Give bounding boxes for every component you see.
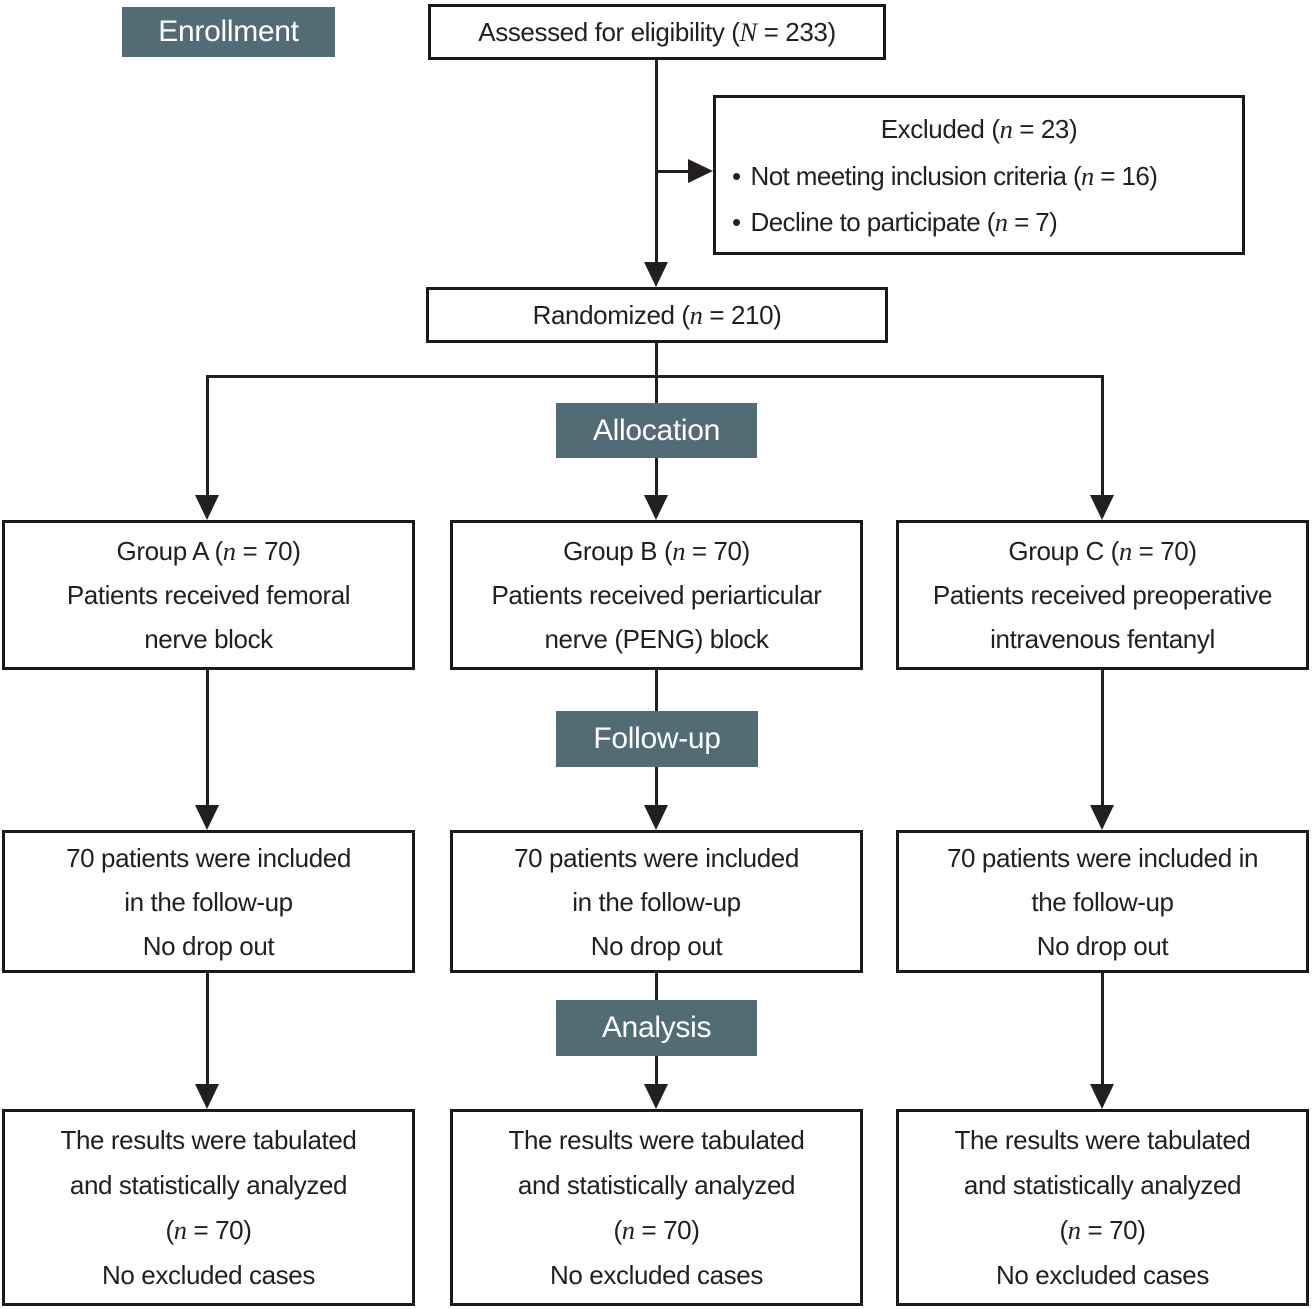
connector-line [206, 973, 209, 1085]
excluded-bullet-item: • Decline to participate (n = 7) [716, 199, 1242, 245]
excluded-bullet-item: • Not meeting inclusion criteria (n = 16… [716, 153, 1242, 199]
arrow-down-icon [1090, 495, 1114, 520]
connector-line [1101, 375, 1104, 496]
connector-line [1101, 973, 1104, 1085]
excluded-bullet-text: Decline to participate (n = 7) [750, 207, 1058, 237]
box-group-c: Group C (n = 70)Patients received preope… [896, 520, 1309, 670]
box-assessed-eligibility: Assessed for eligibility (N = 233) [428, 4, 886, 60]
stage-label-allocation: Allocation [556, 403, 757, 458]
arrow-down-icon [644, 495, 668, 520]
stage-label-follow-up: Follow-up [556, 711, 758, 767]
connector-line [655, 60, 658, 263]
box-group-a: Group A (n = 70)Patients received femora… [2, 520, 415, 670]
arrow-down-icon [644, 1084, 668, 1109]
arrow-down-icon [195, 805, 219, 830]
connector-line [206, 670, 209, 806]
arrow-right-icon [688, 159, 713, 183]
bullet-icon: • [732, 207, 741, 237]
bullet-icon: • [732, 161, 741, 191]
connector-line [655, 343, 658, 376]
box-group-b: Group B (n = 70)Patients received periar… [450, 520, 863, 670]
group-a-text: Group A (n = 70)Patients received femora… [66, 536, 351, 654]
arrow-down-icon [1090, 1084, 1114, 1109]
assessed-text: Assessed for eligibility (N = 233) [478, 17, 836, 47]
stage-label-enrollment: Enrollment [122, 7, 335, 57]
arrow-down-icon [644, 262, 668, 287]
box-randomized: Randomized (n = 210) [426, 287, 888, 343]
excluded-bullet-text: Not meeting inclusion criteria (n = 16) [750, 161, 1158, 191]
connector-line [657, 170, 689, 173]
arrow-down-icon [644, 805, 668, 830]
group-c-text: Group C (n = 70)Patients received preope… [932, 536, 1273, 654]
arrow-down-icon [195, 495, 219, 520]
connector-line [1101, 670, 1104, 806]
excluded-title: Excluded (n = 23) [880, 114, 1078, 144]
arrow-down-icon [195, 1084, 219, 1109]
stage-label-analysis: Analysis [556, 1000, 757, 1056]
group-b-text: Group B (n = 70)Patients received periar… [491, 536, 822, 654]
excluded-content: Excluded (n = 23) • Not meeting inclusio… [716, 105, 1242, 245]
randomized-text: Randomized (n = 210) [532, 300, 782, 330]
arrow-down-icon [1090, 805, 1114, 830]
box-excluded: Excluded (n = 23) • Not meeting inclusio… [713, 95, 1245, 255]
connector-line [206, 375, 209, 496]
